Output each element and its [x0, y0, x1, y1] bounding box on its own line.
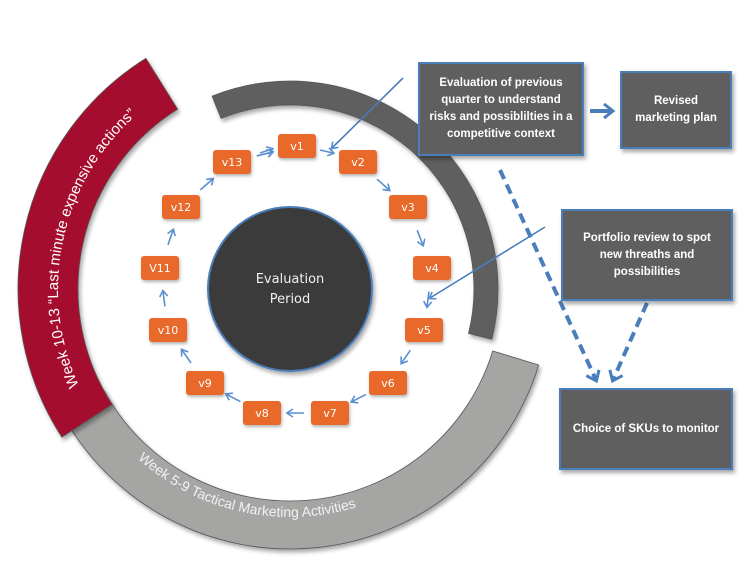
- cycle-arrow-13: [256, 148, 275, 158]
- evaluation-box: Evaluation of previous quarter to unders…: [418, 62, 584, 156]
- week-box-13: v13: [213, 150, 251, 174]
- cycle-arrow-1: [319, 147, 336, 157]
- evaluation-period-label: Evaluation Period: [230, 270, 350, 310]
- center-line-1: Evaluation: [255, 272, 325, 287]
- week-box-2: v2: [339, 150, 377, 174]
- cycle-arrow-11: [167, 227, 176, 246]
- last-minute-ring: [17, 57, 179, 438]
- week-box-7: v7: [311, 401, 349, 425]
- week-box-6: v6: [369, 371, 407, 395]
- evaluation-to-v2-line: [330, 77, 404, 150]
- week-box-9: v9: [186, 371, 224, 395]
- week-box-10: v10: [149, 318, 187, 342]
- week-box-11: V11: [141, 256, 179, 280]
- tactical-marketing-ring: [59, 350, 540, 550]
- week-box-5: v5: [405, 318, 443, 342]
- week-box-8: v8: [243, 401, 281, 425]
- evaluation-box-text: Evaluation of previous quarter to unders…: [429, 77, 573, 140]
- cycle-arrow-4: [422, 291, 433, 309]
- evaluation-to-choice-arrow: [498, 169, 596, 380]
- cycle-arrow-3: [416, 229, 426, 248]
- week-box-3: v3: [389, 195, 427, 219]
- center-line-2: Period: [269, 292, 311, 307]
- cycle-arrow-6: [349, 393, 367, 404]
- choice-skus-text: Choice of SKUs to monitor: [572, 422, 720, 435]
- cycle-arrow-13: [259, 146, 275, 155]
- choice-skus-box: Choice of SKUs to monitor: [559, 388, 733, 470]
- cycle-arrow-9: [180, 348, 192, 364]
- cycle-arrow-2: [376, 178, 391, 192]
- revised-plan-text: Revised marketing plan: [635, 95, 717, 124]
- cycle-arrow-12: [199, 177, 215, 191]
- cycle-arrow-5: [400, 349, 411, 365]
- portfolio-review-text: Portfolio review to spot new threaths an…: [583, 231, 711, 278]
- portfolio-to-choice-arrow: [613, 302, 649, 380]
- week-box-1: v1: [278, 134, 316, 158]
- portfolio-to-v5-line: [427, 226, 546, 300]
- week-box-12: v12: [162, 195, 200, 219]
- evaluation-period-circle: [207, 206, 373, 372]
- revised-plan-box: Revised marketing plan: [620, 71, 732, 149]
- portfolio-review-box: Portfolio review to spot new threaths an…: [561, 209, 733, 301]
- cycle-arrow-10: [158, 289, 169, 307]
- cycle-arrow-8: [224, 392, 241, 403]
- week-box-4: v4: [413, 256, 451, 280]
